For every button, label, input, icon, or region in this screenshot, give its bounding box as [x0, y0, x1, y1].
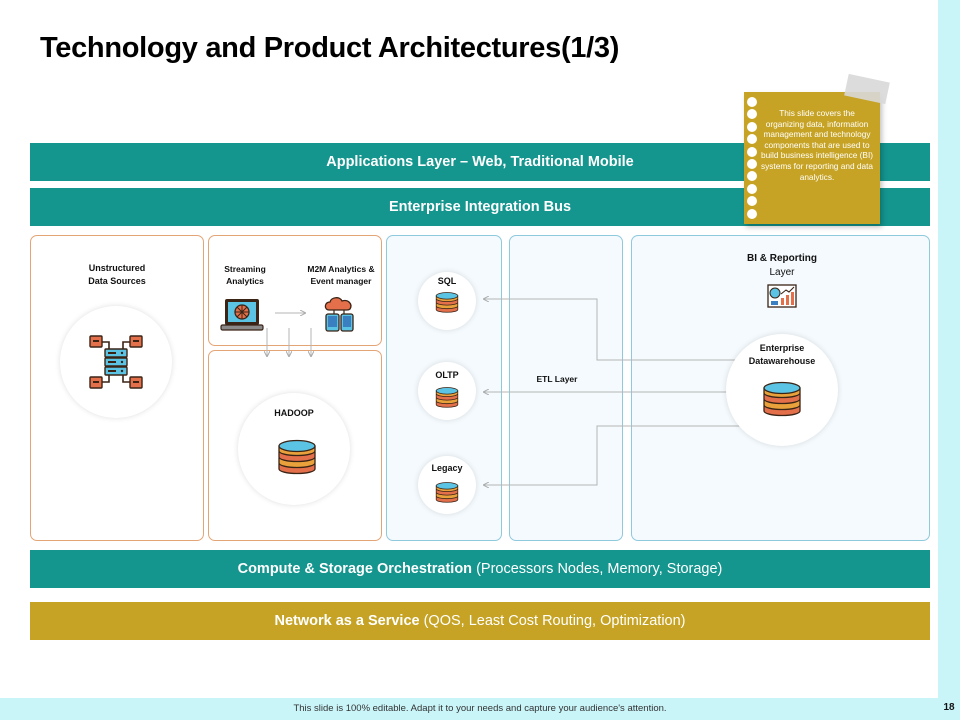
laptop-analytics-icon — [220, 299, 264, 331]
note-ring-hole — [747, 196, 757, 207]
page-number: 18 — [943, 702, 955, 713]
note-ring-hole — [747, 121, 757, 132]
network-service-band: Network as a Service (QOS, Least Cost Ro… — [30, 602, 930, 640]
note-ring-hole — [747, 171, 757, 182]
legacy-label: Legacy — [431, 463, 463, 473]
footer-text: This slide is 100% editable. Adapt it to… — [293, 703, 667, 714]
right-accent-strip — [938, 0, 960, 720]
oltp-database-icon — [435, 387, 459, 408]
note-ring-hole — [747, 146, 757, 157]
sql-label: SQL — [437, 276, 457, 286]
page-title: Technology and Product Architectures(1/3… — [40, 32, 620, 64]
streaming-label: Streaming Analytics — [224, 264, 266, 286]
compute-storage-band: Compute & Storage Orchestration (Process… — [30, 550, 930, 588]
hadoop-label-overlay: HADOOP — [274, 408, 314, 418]
edw-label: Enterprise Datawarehouse — [748, 343, 816, 366]
note-ring-hole — [747, 159, 757, 169]
compute-storage-bold: Compute & Storage Orchestration — [237, 561, 473, 577]
etl-panel — [509, 235, 623, 541]
sticky-note — [744, 92, 880, 224]
applications-layer-label: Applications Layer – Web, Traditional Mo… — [326, 154, 634, 170]
note-ring-hole — [747, 109, 757, 120]
integration-bus-label: Enterprise Integration Bus — [388, 199, 572, 215]
hadoop-database-icon — [278, 439, 316, 475]
etl-label: ETL Layer — [536, 374, 578, 384]
network-service-detail: (QOS, Least Cost Routing, Optimization) — [419, 613, 686, 629]
m2m-label: M2M Analytics & Event manager — [307, 264, 375, 286]
unstructured-label: Unstructured Data Sources — [88, 263, 146, 286]
legacy-database-icon — [435, 482, 459, 503]
edw-database-icon — [763, 381, 801, 417]
note-ring-hole — [747, 208, 757, 219]
sticky-note-text: This slide covers the organizing data, i… — [760, 108, 874, 182]
compute-storage-detail: (Processors Nodes, Memory, Storage) — [472, 561, 723, 577]
note-ring-hole — [747, 183, 757, 194]
network-service-bold: Network as a Service — [274, 613, 420, 629]
footer-bar — [0, 698, 938, 720]
bi-report-icon — [767, 284, 797, 308]
note-ring-hole — [747, 134, 757, 145]
oltp-label: OLTP — [435, 370, 459, 380]
bi-label: BI & Reporting Layer — [747, 253, 817, 278]
cloud-devices-icon — [324, 297, 354, 332]
server-network-icon — [89, 335, 143, 389]
note-ring-hole — [747, 97, 757, 107]
sql-database-icon — [435, 292, 459, 313]
